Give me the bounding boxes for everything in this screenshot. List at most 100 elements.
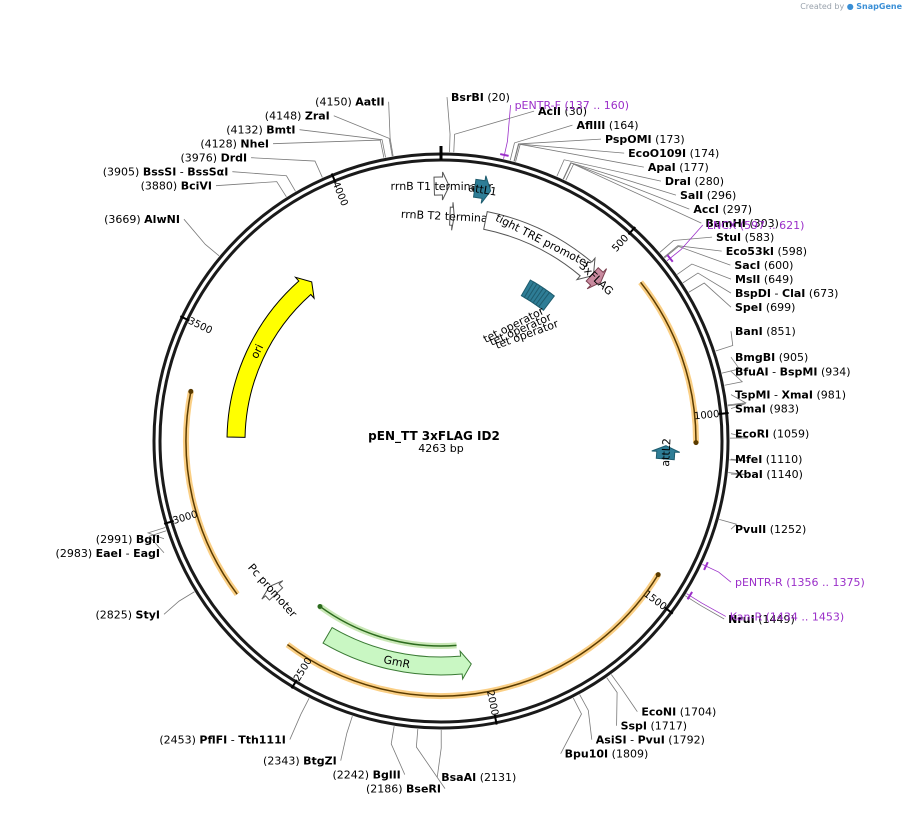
bcivi-site-label: (3880) BciVI (141, 180, 212, 193)
site-position: (2242) (332, 769, 369, 782)
bfuai-site-label: BfuAI - BspMI (934) (735, 365, 851, 378)
backbone (152, 146, 730, 730)
afliii-site-label: AflIII (164) (576, 119, 638, 132)
asisi-leader (579, 694, 593, 740)
site-position: (1449) (758, 613, 795, 626)
bani-leader (715, 331, 734, 352)
pentr-f-primer-mark (499, 153, 509, 157)
btgzi-leader (340, 715, 353, 761)
ecoo109i-leader (513, 143, 625, 162)
saci-site-label: SacI (600) (734, 259, 793, 272)
drai-leader (556, 159, 662, 182)
cds-orange-top-feature-line (640, 281, 697, 443)
bpu10i-leader (560, 697, 582, 754)
lncx-leader (666, 224, 704, 262)
site-name: BamHI (705, 217, 746, 230)
primer-name: pENTR-R (735, 576, 783, 589)
gmr-feature-label: GmR (382, 653, 411, 671)
site-position: (673) (809, 287, 839, 300)
site-separator: - (122, 547, 133, 560)
econi-site-label: EcoNI (1704) (641, 706, 716, 719)
bsrbi-leader (446, 97, 451, 153)
bcivi-leader (215, 181, 287, 198)
scale-tick-label: 1500 (641, 589, 668, 613)
gmr-feature-arrow (322, 626, 472, 681)
aatii-site-label: (4150) AatII (315, 96, 384, 109)
bmti-site-label: (4132) BmtI (226, 124, 295, 137)
bgli-site-label: (2991) BglI (96, 533, 160, 546)
drai-site-label: DraI (280) (665, 175, 724, 188)
acli-site-label: AclI (30) (538, 105, 587, 118)
scale-tick-mark (330, 173, 337, 184)
site-position: (934) (821, 365, 851, 378)
asisi-site-label: AsiSI - PvuI (1792) (596, 734, 705, 747)
site-name-2: BssSαI (187, 166, 228, 179)
site-position: (30) (564, 105, 587, 118)
site-position: (600) (764, 259, 794, 272)
site-name-2: ClaI (782, 287, 805, 300)
kanr-feature-tip (655, 572, 661, 578)
gmr-line-feature-line (319, 605, 457, 647)
nhei-leader (273, 139, 385, 158)
scale-tick-mark (163, 520, 174, 525)
site-position: (1252) (770, 523, 807, 536)
site-name-2: EagI (133, 547, 160, 560)
stui-leader (659, 236, 713, 253)
site-position: (20) (487, 91, 510, 104)
orange-left-feature-tip (188, 388, 194, 394)
orange-left-feature-line (185, 391, 238, 595)
drdi-leader (251, 157, 323, 178)
pc-feature-arrow (261, 580, 284, 601)
eaei-leader (148, 530, 167, 554)
site-position: (2343) (263, 755, 300, 768)
nrui-leader (684, 595, 725, 620)
site-position: (1704) (680, 706, 717, 719)
site-name: BglII (373, 769, 401, 782)
snapgene-logo-icon: ● (846, 2, 854, 11)
site-position: (303) (749, 217, 779, 230)
site-position: (296) (707, 189, 737, 202)
site-name: SpeI (735, 301, 762, 314)
site-position: (2131) (480, 771, 517, 784)
scale-tick-mark (290, 679, 298, 689)
attl1-feature-arrow (472, 175, 492, 204)
site-name: TspMI (735, 389, 771, 402)
sali-leader (562, 162, 677, 196)
site-name: SacI (734, 259, 760, 272)
site-position: (583) (745, 231, 775, 244)
site-position: (1059) (773, 428, 810, 441)
bsaai-site-label: BsaAI (2131) (441, 771, 516, 784)
site-name: EcoRI (735, 428, 769, 441)
pentr-r-primer-mark (703, 561, 709, 571)
site-name: BmtI (266, 124, 295, 137)
zrai-leader (333, 115, 393, 157)
site-name: BanI (735, 325, 763, 338)
nrui-site-label: NruI (1449) (728, 613, 795, 626)
site-position: (905) (779, 351, 809, 364)
site-name: BseRI (406, 783, 441, 796)
bseri-site-label: (2186) BseRI (366, 783, 441, 796)
msli-site-label: MslI (649) (735, 273, 793, 286)
scale-tick-label: 4000 (330, 180, 350, 208)
bglii-site-label: (2242) BglII (332, 769, 400, 782)
site-separator: - (627, 734, 638, 747)
site-position: (4148) (265, 110, 302, 123)
pentr-f-leader (503, 105, 511, 159)
plasmid-name: pEN_TT 3xFLAG ID2 (368, 429, 500, 444)
site-position: (2825) (95, 608, 132, 621)
acli-leader (453, 110, 535, 153)
bmgbi-leader (721, 356, 741, 374)
smai-site-label: SmaI (983) (735, 403, 799, 416)
scale-tick-label: 1000 (694, 409, 720, 422)
site-position: (2991) (96, 533, 133, 546)
rrnb-t1-feature-label: rrnB T1 terminator (391, 180, 494, 193)
site-separator: - (176, 166, 187, 179)
scale-tick-label: 3000 (172, 509, 200, 527)
econi-leader (610, 674, 638, 712)
site-name: NruI (728, 613, 755, 626)
scale-tick-label: 2000 (484, 690, 500, 717)
site-name: BssSI (143, 166, 177, 179)
site-position: (1809) (612, 748, 649, 761)
kan-r-site-label: Kan-R (1434 .. 1453) (730, 610, 844, 623)
site-position: (981) (816, 389, 846, 402)
